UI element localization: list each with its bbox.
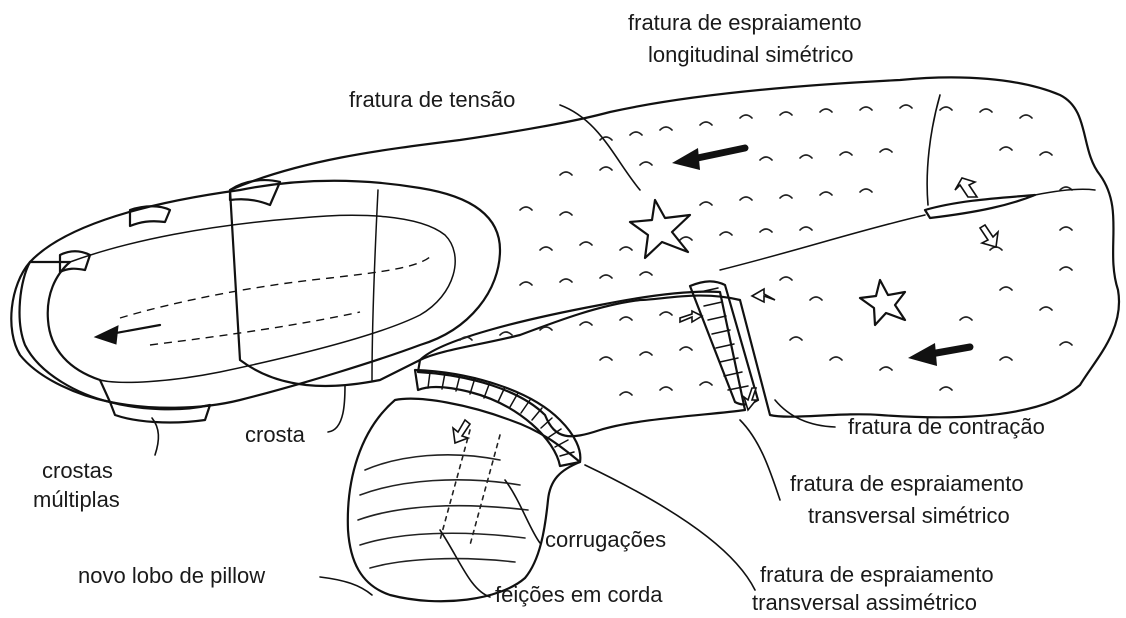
label-ropy-features: feições em corda <box>495 582 663 607</box>
label-multiple-crusts-line2: múltiplas <box>33 487 120 512</box>
label-longitudinal-line1: fratura de espraiamento <box>628 10 862 35</box>
crack-line-longitudinal <box>720 189 1095 270</box>
label-contraction-fracture: fratura de contração <box>848 414 1045 439</box>
surface-texture <box>460 105 1072 395</box>
crust-front-inner <box>70 215 455 382</box>
flow-arrow-front <box>95 325 160 344</box>
label-transverse-symmetric-line1: fratura de espraiamento <box>790 471 1024 496</box>
label-crust: crosta <box>245 422 306 447</box>
tension-star-2 <box>860 280 905 325</box>
label-longitudinal-line2: longitudinal simétrico <box>648 42 853 67</box>
crust-front-dashes <box>120 255 432 318</box>
label-transverse-asymmetric-line2: transversal assimétrico <box>752 590 977 613</box>
flow-arrow-right <box>908 343 970 366</box>
label-corrugations: corrugações <box>545 527 666 552</box>
crust-layer-left <box>130 206 170 226</box>
flow-arrow-top <box>672 148 745 170</box>
crust-front-rim <box>20 262 110 402</box>
crust-front-split <box>372 190 378 380</box>
spreading-crack-longitudinal <box>925 195 1035 218</box>
label-transverse-symmetric-line2: transversal simétrico <box>808 503 1010 528</box>
crust-front-dashes-2 <box>150 312 360 345</box>
crust-band-bottom <box>415 370 580 466</box>
label-multiple-crusts-line1: crostas <box>42 458 113 483</box>
label-new-pillow-lobe: novo lobo de pillow <box>78 563 265 588</box>
ropy-texture <box>358 430 528 568</box>
label-transverse-asymmetric-line1: fratura de espraiamento <box>760 562 994 587</box>
label-tension-fracture: fratura de tensão <box>349 87 515 112</box>
tension-star-1 <box>630 200 690 258</box>
crust-layers-bottom <box>110 402 210 422</box>
